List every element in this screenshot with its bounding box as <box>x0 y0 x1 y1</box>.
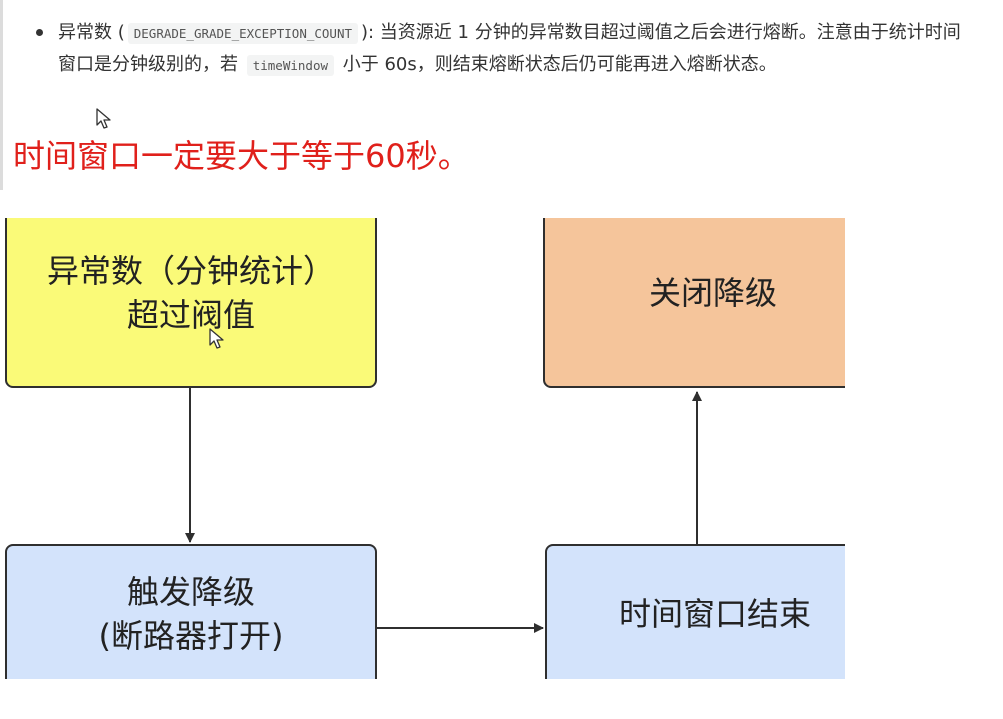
node-close-line-1: 关闭降级 <box>648 274 777 312</box>
inline-code-degrade-grade: DEGRADE_GRADE_EXCEPTION_COUNT <box>127 23 358 44</box>
node-exception-line-2: 超过阀值 <box>126 296 255 334</box>
node-exception-line-1: 异常数（分钟统计） <box>46 252 335 290</box>
diagram-arrows <box>185 388 702 633</box>
highlight-note: 时间窗口一定要大于等于60秒。 <box>13 137 470 175</box>
blockquote-bar <box>0 0 3 190</box>
flow-diagram: 异常数（分钟统计） 超过阀值 关闭降级 触发降级 (断路器打开) 时间窗口结束 <box>0 218 845 679</box>
node-close-degrade: 关闭降级 <box>543 218 845 388</box>
inline-code-timewindow: timeWindow <box>246 55 334 76</box>
node-trigger-line-2: (断路器打开) <box>98 617 284 655</box>
bullet-paragraph: 异常数 (DEGRADE_GRADE_EXCEPTION_COUNT): 当资源… <box>58 17 973 81</box>
bullet-dot <box>36 29 43 36</box>
node-trigger-degrade: 触发降级 (断路器打开) <box>5 544 377 679</box>
node-window-end: 时间窗口结束 <box>545 544 845 679</box>
bullet-text-2: ): 当资源近 1 分钟的异常数目超过阈值之后会进行熔断。注意由于统计时间窗口是… <box>58 22 961 75</box>
mouse-pointer-icon <box>96 108 111 129</box>
bullet-text-3: 小于 60s，则结束熔断状态后仍可能再进入熔断状态。 <box>337 54 777 75</box>
mouse-pointer-icon <box>209 328 224 349</box>
node-window-end-line-1: 时间窗口结束 <box>618 595 811 633</box>
bullet-text-1: 异常数 ( <box>58 22 125 43</box>
node-exception-threshold: 异常数（分钟统计） 超过阀值 <box>5 218 377 388</box>
node-trigger-line-1: 触发降级 <box>126 573 255 611</box>
